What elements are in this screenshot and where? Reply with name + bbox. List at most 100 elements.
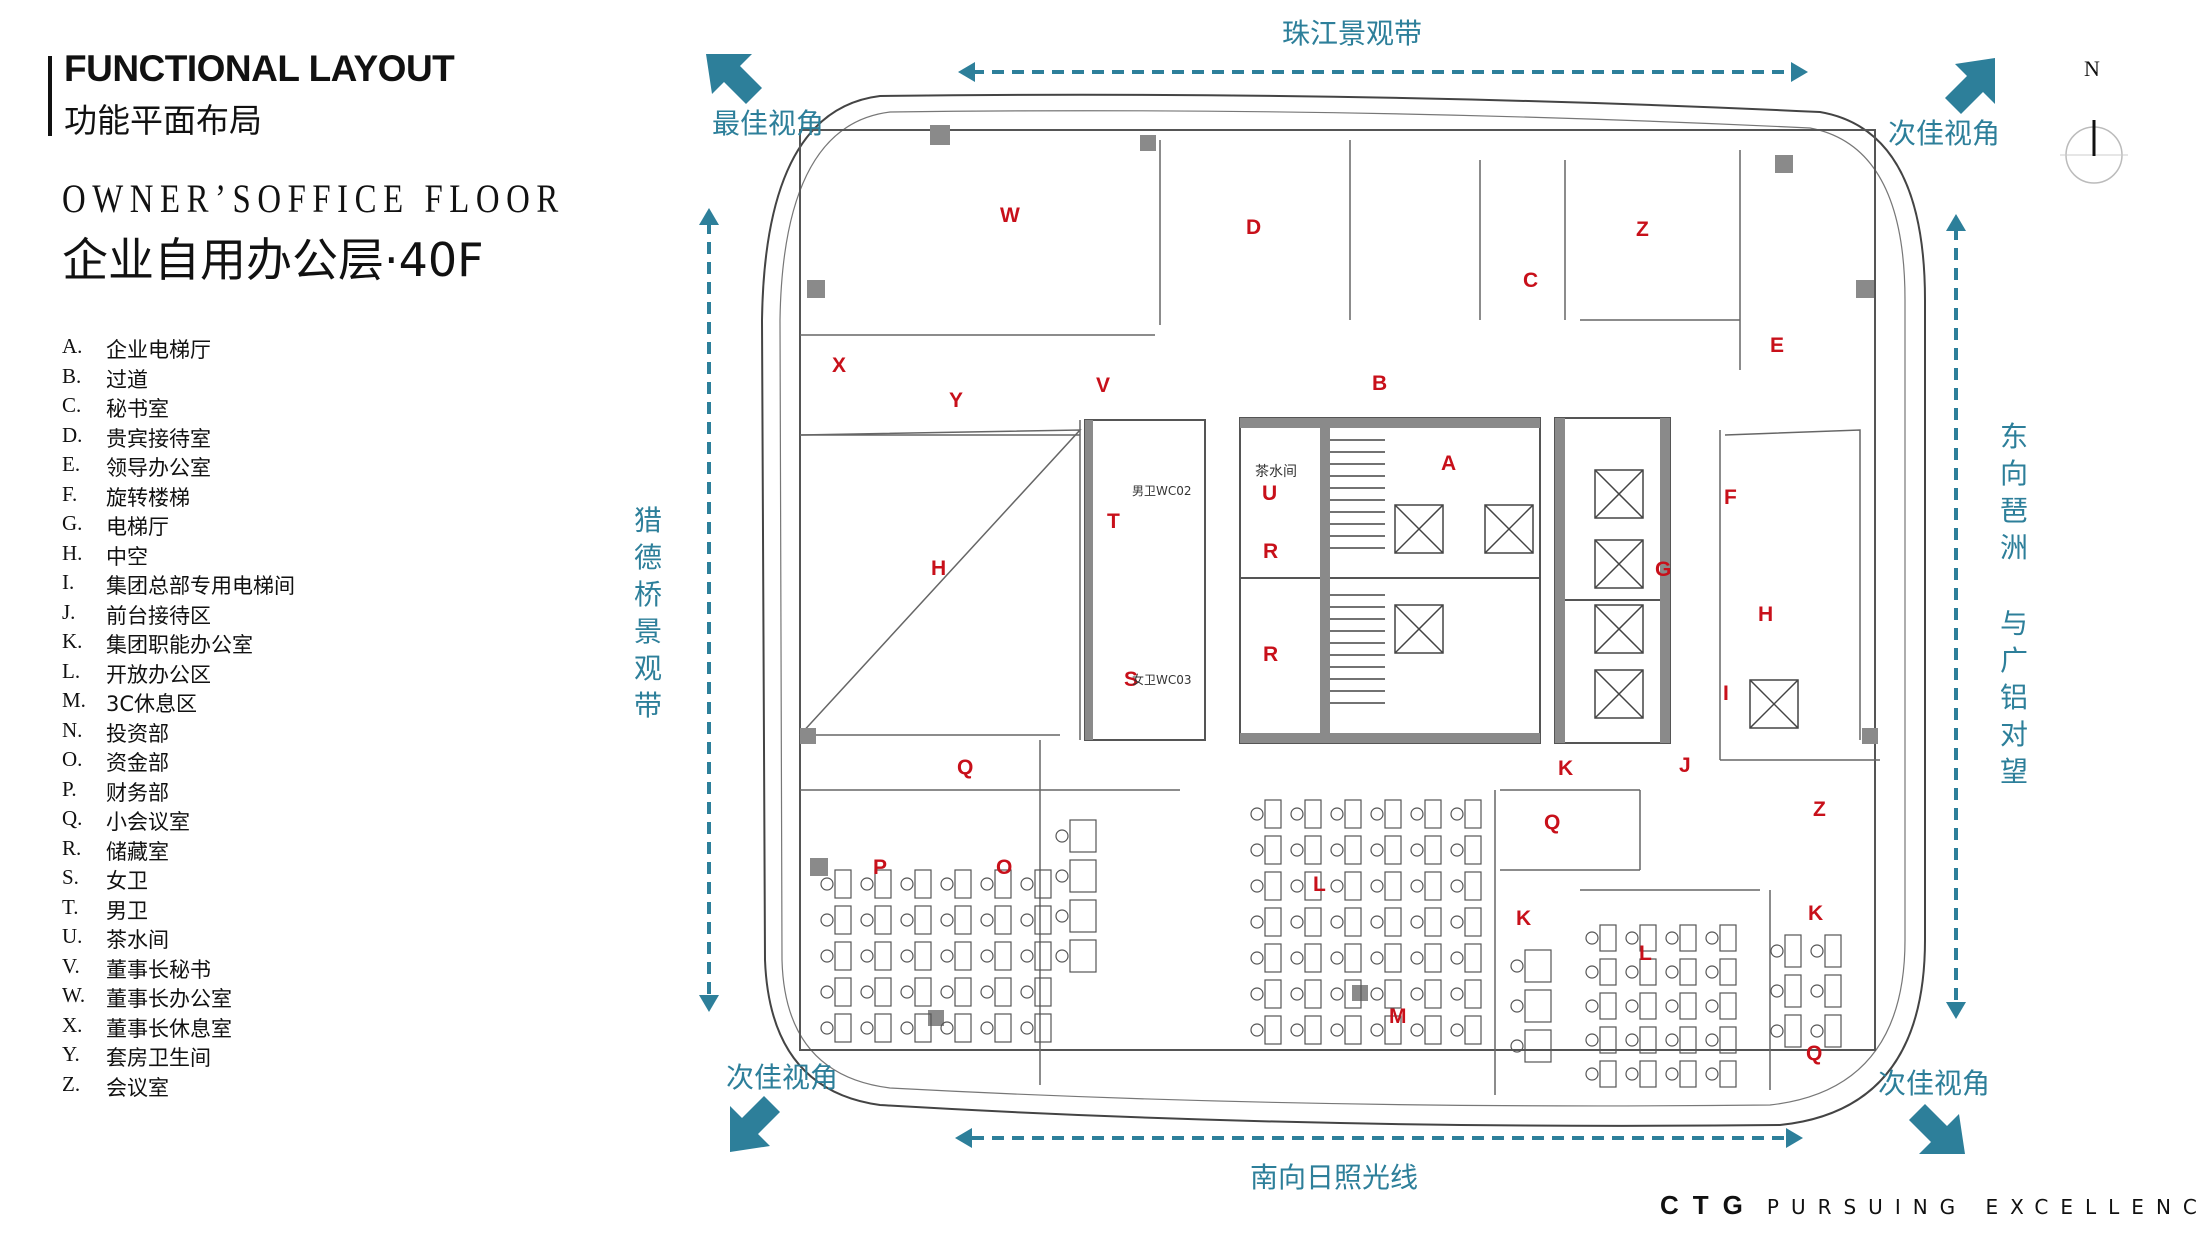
legend-label: 小会议室 [106, 810, 190, 834]
room-label-k: K [1516, 907, 1531, 930]
desk [1344, 835, 1362, 865]
chair [1055, 909, 1069, 923]
female-wc-text: 女卫WC03 [1132, 672, 1192, 687]
chair [1410, 987, 1424, 1001]
arrow-ne-icon [1945, 58, 1995, 114]
desk [834, 905, 852, 935]
legend-item: L.开放办公区 [62, 659, 295, 689]
chair [860, 949, 874, 963]
chair [1370, 879, 1384, 893]
desk [1599, 1026, 1617, 1054]
chair [1410, 1023, 1424, 1037]
floor-title-en: OWNER’SOFFICE FLOOR [62, 176, 565, 221]
legend-key: A. [62, 334, 83, 358]
room-label-l: L [1313, 873, 1326, 896]
direction-arrows [707, 70, 1958, 1140]
desk [1464, 943, 1482, 973]
desk [1304, 1015, 1322, 1045]
chair [860, 1021, 874, 1035]
chair [940, 985, 954, 999]
desk [1524, 989, 1552, 1023]
chair [1705, 1033, 1719, 1047]
chair [940, 949, 954, 963]
chair [860, 913, 874, 927]
legend-label: 3C休息区 [106, 692, 198, 716]
desk [1824, 1014, 1842, 1048]
chair [1055, 949, 1069, 963]
desk [1524, 949, 1552, 983]
legend-key: D. [62, 422, 83, 447]
chair [900, 1021, 914, 1035]
tea-room-text: 茶水间 [1255, 464, 1297, 480]
desk [1264, 1015, 1282, 1045]
legend-label: 贵宾接待室 [106, 426, 211, 451]
desk [1679, 1060, 1697, 1088]
workstations [820, 799, 1842, 1088]
chair [1810, 1024, 1824, 1038]
second-view-ne-label: 次佳视角 [1888, 117, 2001, 150]
desk [1384, 979, 1402, 1009]
desk [834, 941, 852, 971]
legend-key: Z. [62, 1071, 81, 1096]
legend-key: M. [62, 688, 86, 712]
room-label-k: K [1808, 902, 1823, 925]
desk [1384, 943, 1402, 973]
desk [1464, 799, 1482, 829]
legend-item: H.中空 [62, 541, 295, 571]
legend-key: U. [62, 924, 83, 948]
chair [1290, 1023, 1304, 1037]
elevator-shaft [1484, 504, 1534, 554]
east-view-label-2: 与广铝对望 [1999, 607, 2028, 788]
west-view-label: 猎德桥景观带 [633, 504, 662, 722]
east-view-label-1: 东向琶洲 [1999, 420, 2028, 564]
chair [1450, 951, 1464, 965]
chair [1370, 843, 1384, 857]
desk [874, 977, 892, 1007]
legend-item: U.茶水间 [62, 924, 295, 954]
room-label-u: U [1262, 482, 1277, 505]
chair [1625, 999, 1639, 1013]
corner-view-arrows [706, 54, 1995, 1154]
chair [1510, 999, 1524, 1013]
chair [1330, 879, 1344, 893]
chair [900, 985, 914, 999]
legend-label: 集团总部专用电梯间 [106, 574, 295, 598]
desk [874, 1013, 892, 1043]
title-accent-bar [48, 56, 52, 136]
legend-item: X.董事长休息室 [62, 1013, 295, 1043]
room-label-q: Q [1806, 1042, 1822, 1065]
room-label-b: B [1372, 372, 1387, 395]
legend-item: V.董事长秘书 [62, 954, 295, 984]
chair [1585, 999, 1599, 1013]
room-label-i: I [1723, 682, 1729, 705]
desk [1464, 979, 1482, 1009]
chair [1250, 915, 1264, 929]
legend-label: 董事长办公室 [106, 987, 232, 1011]
desk [1679, 958, 1697, 986]
legend-key: P. [62, 776, 77, 801]
chair [1705, 931, 1719, 945]
desk [1069, 819, 1097, 853]
chair [980, 985, 994, 999]
desk [1304, 799, 1322, 829]
room-label-m: M [1389, 1005, 1407, 1028]
desk [1344, 979, 1362, 1009]
desk [1384, 907, 1402, 937]
chair [1290, 987, 1304, 1001]
chair [1330, 951, 1344, 965]
desk [1034, 869, 1052, 899]
legend-key: R. [62, 835, 82, 860]
chair [1705, 965, 1719, 979]
chair [1625, 1067, 1639, 1081]
desk [1034, 977, 1052, 1007]
legend-key: V. [62, 953, 80, 978]
chair [1410, 843, 1424, 857]
legend-item: P.财务部 [62, 777, 295, 807]
legend-key: E. [62, 452, 81, 476]
chair [1450, 915, 1464, 929]
desk [1304, 979, 1322, 1009]
room-label-d: D [1246, 216, 1261, 239]
north-view-label: 珠江景观带 [1282, 17, 1423, 50]
legend-item: A.企业电梯厅 [62, 334, 295, 364]
chair [1290, 843, 1304, 857]
